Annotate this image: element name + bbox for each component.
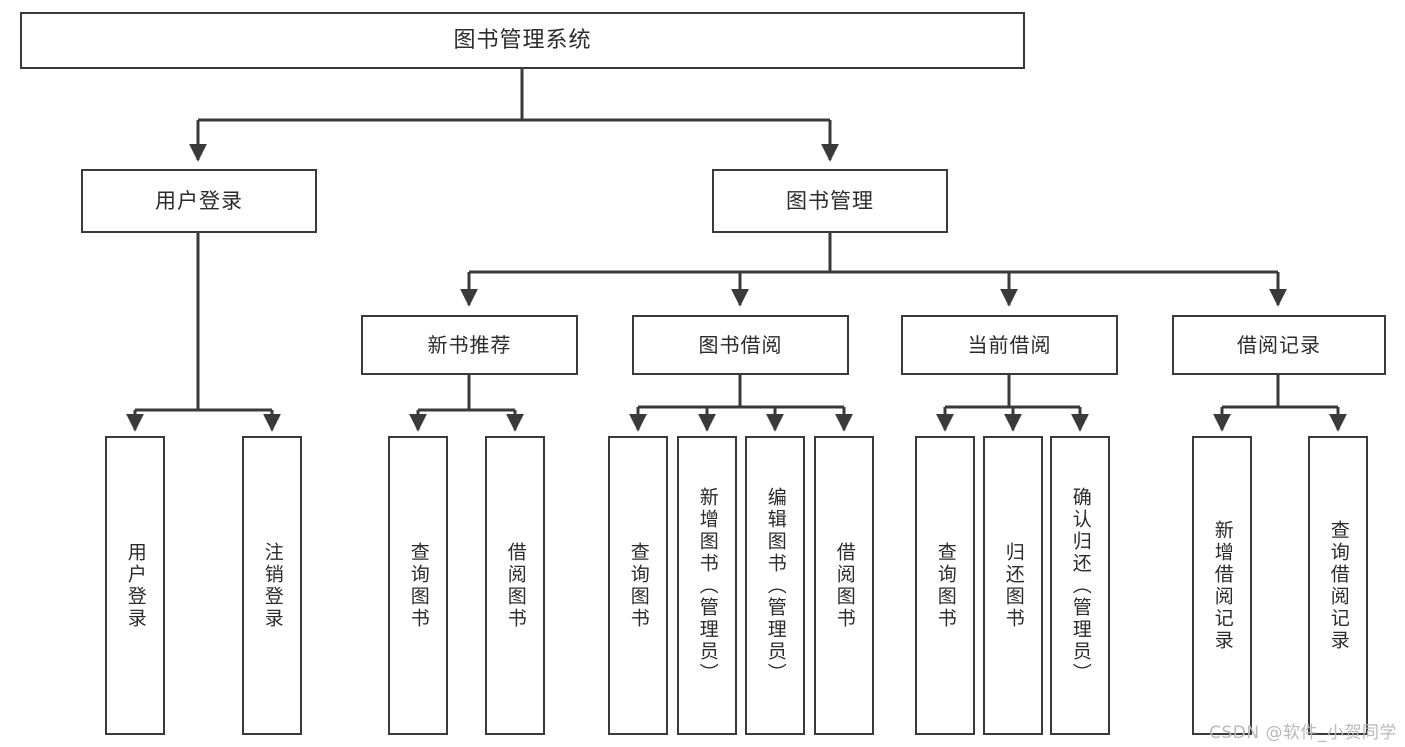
node-label: 图书借阅	[698, 332, 783, 357]
node-book-management[interactable]: 图书管理	[712, 169, 948, 233]
node-borrow-record[interactable]: 借阅记录	[1172, 315, 1386, 375]
node-label: 借阅图书	[833, 541, 856, 630]
node-label: 借阅图书	[504, 541, 527, 630]
node-label: 用户登录	[155, 188, 243, 213]
leaf-book-borrow-edit[interactable]: 编辑图书（管理员）	[745, 436, 805, 735]
leaf-current-borrow-query[interactable]: 查询图书	[915, 436, 975, 735]
node-label: 图书管理	[786, 188, 874, 213]
node-user-login[interactable]: 用户登录	[81, 169, 317, 233]
leaf-new-book-borrow[interactable]: 借阅图书	[485, 436, 545, 735]
node-label: 新书推荐	[427, 332, 512, 357]
leaf-user-login-signin[interactable]: 用户登录	[105, 436, 165, 735]
node-label: 归还图书	[1002, 541, 1025, 630]
leaf-borrow-record-query[interactable]: 查询借阅记录	[1308, 436, 1368, 735]
node-label: 确认归还（管理员）	[1069, 486, 1092, 685]
leaf-book-borrow-borrow[interactable]: 借阅图书	[814, 436, 874, 735]
node-label: 借阅记录	[1237, 332, 1321, 357]
node-label: 查询图书	[627, 541, 650, 630]
node-label: 查询图书	[407, 541, 430, 630]
leaf-book-borrow-query[interactable]: 查询图书	[608, 436, 668, 735]
leaf-borrow-record-add[interactable]: 新增借阅记录	[1192, 436, 1252, 735]
leaf-current-borrow-confirm-return[interactable]: 确认归还（管理员）	[1050, 436, 1110, 735]
node-book-borrow[interactable]: 图书借阅	[632, 315, 849, 375]
node-label: 新增图书（管理员）	[696, 486, 719, 685]
leaf-current-borrow-return[interactable]: 归还图书	[983, 436, 1043, 735]
leaf-book-borrow-add[interactable]: 新增图书（管理员）	[677, 436, 737, 735]
node-label: 当前借阅	[967, 332, 1052, 357]
leaf-new-book-query[interactable]: 查询图书	[388, 436, 448, 735]
node-label: 查询图书	[934, 541, 957, 630]
node-label: 查询借阅记录	[1327, 519, 1350, 652]
node-current-borrow[interactable]: 当前借阅	[901, 315, 1118, 375]
leaf-user-login-signout[interactable]: 注销登录	[242, 436, 302, 735]
node-label: 用户登录	[124, 541, 147, 630]
node-label: 注销登录	[261, 541, 284, 630]
node-new-book-recommend[interactable]: 新书推荐	[361, 315, 578, 375]
node-label: 图书管理系统	[453, 27, 592, 53]
node-book-management-system[interactable]: 图书管理系统	[20, 12, 1025, 69]
node-label: 编辑图书（管理员）	[764, 486, 787, 685]
node-label: 新增借阅记录	[1211, 519, 1234, 652]
